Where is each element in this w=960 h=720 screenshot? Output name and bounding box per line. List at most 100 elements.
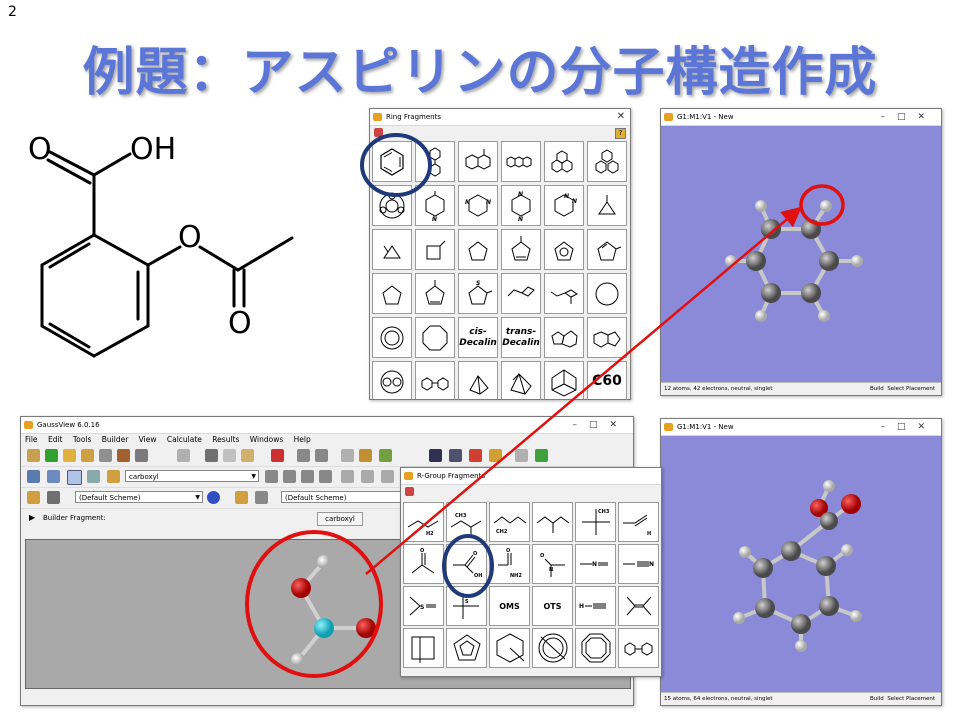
dihedral-icon[interactable]: [301, 470, 314, 483]
redo-icon[interactable]: [315, 449, 328, 462]
anthracene-fragment[interactable]: [501, 141, 541, 182]
cyclopropane-fragment[interactable]: [587, 185, 627, 226]
traffic-light-icon[interactable]: [535, 449, 548, 462]
cycloheptatriene-fragment[interactable]: [372, 317, 412, 358]
benzene-fragment[interactable]: [372, 141, 412, 182]
oxirane-fragment[interactable]: [372, 229, 412, 270]
open-folder-icon[interactable]: [63, 449, 76, 462]
methylcyclohexane-fragment[interactable]: [544, 273, 584, 314]
atom-label-icon[interactable]: [47, 491, 60, 504]
a-icon[interactable]: [429, 449, 442, 462]
display-icon[interactable]: [135, 449, 148, 462]
element-icon[interactable]: [27, 470, 40, 483]
oms-fragment[interactable]: OMS: [489, 586, 530, 626]
cis-decalin-fragment[interactable]: cis-Decalin: [458, 317, 498, 358]
clean-icon[interactable]: [341, 449, 354, 462]
ring-icon[interactable]: [47, 470, 60, 483]
propyl-fragment[interactable]: H2: [403, 502, 444, 542]
cyclopentene-fragment[interactable]: [501, 229, 541, 270]
angle-icon[interactable]: [283, 470, 296, 483]
ethynyl-fragment[interactable]: H: [575, 586, 616, 626]
scheme-icon[interactable]: [27, 491, 40, 504]
delete-atom-icon[interactable]: [361, 470, 374, 483]
scheme-select-left[interactable]: (Default Scheme) ▼: [75, 491, 203, 503]
propenyl-fragment[interactable]: [618, 586, 659, 626]
custom-fragment-icon[interactable]: [107, 470, 120, 483]
pencil-icon[interactable]: [489, 449, 502, 462]
furan-fragment[interactable]: [587, 229, 627, 270]
cycloheptyl-fragment[interactable]: [532, 628, 573, 668]
window-controls[interactable]: –□✕: [880, 112, 937, 122]
close-icon[interactable]: ✕: [616, 111, 625, 122]
menu-help[interactable]: Help: [293, 435, 311, 444]
add-icon[interactable]: [45, 449, 58, 462]
cyclohexane-chair-fragment[interactable]: [501, 273, 541, 314]
menu-results[interactable]: Results: [212, 435, 240, 444]
bond-icon[interactable]: [265, 470, 278, 483]
fluorene-fragment[interactable]: [372, 361, 412, 399]
biphenylene-fragment[interactable]: [415, 361, 455, 399]
biological-icon[interactable]: [87, 470, 100, 483]
add-h-icon[interactable]: [341, 470, 354, 483]
save-icon[interactable]: [81, 449, 94, 462]
adamantane-fragment[interactable]: [544, 361, 584, 399]
cyclopentadienyl-fragment[interactable]: [446, 628, 487, 668]
triangle-right-icon[interactable]: ▶: [29, 513, 36, 522]
window-controls[interactable]: –□✕: [572, 420, 629, 430]
cyano-fragment[interactable]: N: [618, 544, 659, 584]
naphthalene-fragment[interactable]: [458, 141, 498, 182]
pyrrole-fragment[interactable]: [415, 273, 455, 314]
thf-fragment[interactable]: [372, 273, 412, 314]
broom-icon[interactable]: [359, 449, 372, 462]
indene-fragment[interactable]: [587, 317, 627, 358]
menu-windows[interactable]: Windows: [249, 435, 284, 444]
pyridine-fragment[interactable]: N: [415, 185, 455, 226]
diamond-icon[interactable]: [515, 449, 528, 462]
menu-view[interactable]: View: [138, 435, 157, 444]
image-icon[interactable]: [117, 449, 130, 462]
menu-edit[interactable]: Edit: [47, 435, 63, 444]
wrench-icon[interactable]: [469, 449, 482, 462]
help-icon[interactable]: ?: [615, 128, 626, 139]
menu-tools[interactable]: Tools: [72, 435, 92, 444]
cut-icon[interactable]: [205, 449, 218, 462]
list-icon[interactable]: [177, 449, 190, 462]
new-molecule-icon[interactable]: [27, 449, 40, 462]
mirror-icon[interactable]: [381, 470, 394, 483]
globe-icon[interactable]: [207, 491, 220, 504]
trans-decalin-fragment[interactable]: trans-Decalin: [501, 317, 541, 358]
cycloheptane-fragment[interactable]: [587, 273, 627, 314]
cyclopentane-fragment[interactable]: [458, 229, 498, 270]
print-icon[interactable]: [99, 449, 112, 462]
symmetry-icon[interactable]: [379, 449, 392, 462]
menu-builder[interactable]: Builder: [101, 435, 129, 444]
window-controls[interactable]: –□✕: [880, 422, 937, 432]
azo-fragment[interactable]: N: [575, 544, 616, 584]
acetyl-fragment[interactable]: O: [403, 544, 444, 584]
ots-fragment[interactable]: OTS: [532, 586, 573, 626]
cyclobutyl-fragment[interactable]: [403, 628, 444, 668]
copy-icon[interactable]: [223, 449, 236, 462]
pin-icon[interactable]: [405, 487, 414, 496]
phenanthrene-fragment[interactable]: [544, 141, 584, 182]
paint-icon[interactable]: [235, 491, 248, 504]
cyclobutane-fragment[interactable]: [415, 229, 455, 270]
azulene-fragment[interactable]: [544, 317, 584, 358]
cyclooctane-fragment[interactable]: [415, 317, 455, 358]
viewer-canvas[interactable]: [661, 436, 941, 693]
cyclooctyl-fragment[interactable]: [575, 628, 616, 668]
pyrene-fragment[interactable]: [587, 141, 627, 182]
tert-butyl-fragment[interactable]: CH3: [575, 502, 616, 542]
r-icon[interactable]: [449, 449, 462, 462]
cyclopentadiene-fragment[interactable]: [544, 229, 584, 270]
cyclohexyl-fragment[interactable]: [489, 628, 530, 668]
r-group-icon[interactable]: [67, 470, 82, 485]
viewer-canvas[interactable]: [661, 126, 941, 383]
vinyl-fragment[interactable]: H: [618, 502, 659, 542]
